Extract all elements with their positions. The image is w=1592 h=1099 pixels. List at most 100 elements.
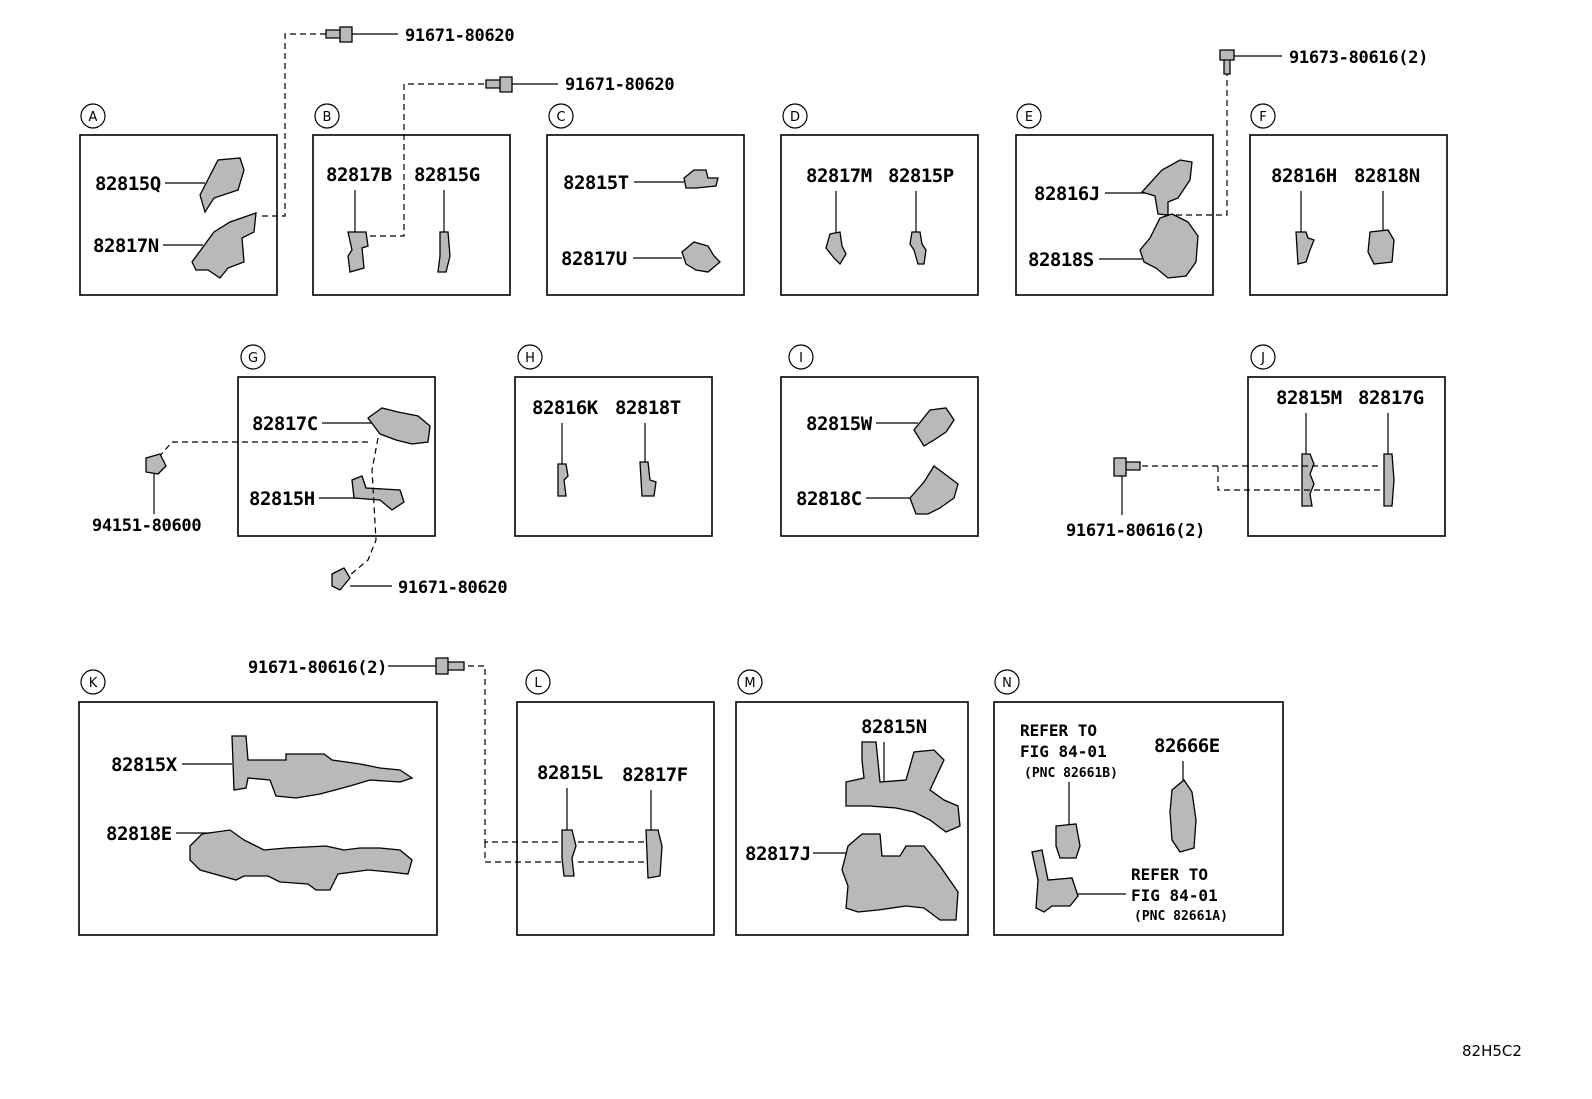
- refer-note-line: FIG 84-01: [1131, 886, 1218, 905]
- part-number-label: 82817F: [622, 764, 688, 786]
- fastener-label: 91671-80616(2): [1066, 521, 1205, 541]
- bracket-part-drawing: [1139, 213, 1199, 279]
- section-k: K 82815X 82818E 91671-80616(2): [78, 657, 570, 936]
- bracket-part-drawing: [231, 735, 414, 799]
- section-n-box: [993, 701, 1284, 936]
- bracket-part-drawing: [913, 407, 955, 447]
- section-f-box: [1249, 134, 1448, 296]
- bracket-part-drawing: [1140, 159, 1193, 216]
- section-e-box: [1015, 134, 1214, 296]
- part-number-label: 82816H: [1271, 165, 1337, 187]
- part-number-label: 82817C: [252, 413, 318, 435]
- part-number-label: 82817N: [93, 235, 159, 257]
- clip-part-drawing: [825, 231, 847, 266]
- part-number-label: 82816J: [1034, 183, 1100, 205]
- section-i-box: [780, 376, 979, 537]
- section-a-letter: A: [89, 110, 98, 125]
- section-g-letter: G: [248, 351, 258, 366]
- part-number-label: 82818T: [615, 397, 681, 419]
- clip-part-drawing: [645, 829, 663, 879]
- part-number-label: 82818S: [1028, 249, 1094, 271]
- refer-note-line: FIG 84-01: [1020, 742, 1107, 761]
- clip-part-drawing: [681, 241, 721, 273]
- fastener-label: 91671-80620: [398, 578, 507, 598]
- section-g: G 82817C 82815H 94151-80600 91671-80620: [92, 344, 508, 598]
- diagram-code: 82H5C2: [1462, 1042, 1522, 1060]
- clip-part-drawing: [1367, 229, 1395, 265]
- refer-note-pnc: (PNC 82661B): [1024, 766, 1118, 781]
- part-number-label: 82815L: [537, 762, 603, 784]
- fastener-label: 94151-80600: [92, 516, 201, 536]
- section-j-letter: J: [1260, 351, 1265, 366]
- refer-note-line: REFER TO: [1020, 721, 1097, 740]
- bracket-part-drawing: [189, 829, 413, 891]
- bolt-icon: [1219, 49, 1235, 75]
- part-number-label: 82815H: [249, 488, 315, 510]
- clip-part-drawing: [909, 231, 927, 265]
- section-j: J 82815M 82817G 91671-80616(2): [1066, 344, 1446, 541]
- bolt-icon: [325, 26, 353, 43]
- part-number-label: 82816K: [532, 397, 599, 419]
- section-k-letter: K: [89, 676, 98, 691]
- part-number-label: 82818C: [796, 488, 862, 510]
- clip-part-drawing: [683, 169, 719, 189]
- part-number-label: 82817J: [745, 843, 811, 865]
- connector-part-drawing: [1055, 823, 1081, 859]
- clip-part-drawing: [557, 463, 569, 497]
- bolt-icon: [331, 567, 351, 591]
- clip-part-drawing: [639, 461, 657, 497]
- bracket-part-drawing: [199, 157, 245, 214]
- clip-part-drawing: [347, 231, 369, 273]
- section-l-letter: L: [534, 676, 542, 691]
- section-n: N REFER TO FIG 84-01 (PNC 82661B) 82666E…: [993, 669, 1284, 936]
- clip-part-drawing: [437, 231, 451, 273]
- bracket-part-drawing: [845, 741, 961, 833]
- section-c: C 82815T 82817U: [546, 103, 745, 296]
- part-number-label: 82815N: [861, 716, 927, 738]
- section-d-letter: D: [790, 110, 800, 125]
- part-number-label: 82818E: [106, 823, 172, 845]
- section-j-box: [1247, 376, 1446, 537]
- section-c-letter: C: [556, 110, 565, 125]
- part-number-label: 82815W: [806, 413, 873, 435]
- section-n-letter: N: [1002, 676, 1012, 691]
- section-h-letter: H: [525, 351, 535, 366]
- section-i-letter: I: [799, 351, 803, 366]
- bracket-part-drawing: [191, 212, 257, 279]
- part-number-label: 82815Q: [95, 173, 161, 195]
- bracket-part-drawing: [351, 475, 405, 511]
- section-e: E 82816J 82818S 91673-80616(2): [1015, 48, 1428, 296]
- section-a: A 82815Q 82817N 91671-80620: [79, 26, 515, 296]
- section-k-box: [78, 701, 438, 936]
- section-m: M 82815N 82817J: [735, 669, 969, 936]
- part-number-label: 82817G: [1358, 387, 1424, 409]
- section-h-box: [514, 376, 713, 537]
- bracket-part-drawing: [841, 833, 959, 921]
- bolt-icon: [485, 76, 513, 93]
- part-number-label: 82815T: [563, 172, 629, 194]
- section-b: B 82817B 82815G 91671-80620: [312, 75, 675, 296]
- section-l: L 82815L 82817F: [516, 669, 715, 936]
- bolt-icon: [1113, 457, 1141, 477]
- refer-note-line: REFER TO: [1131, 865, 1208, 884]
- part-number-label: 82817U: [561, 248, 627, 270]
- connector-part-drawing: [1031, 849, 1079, 913]
- section-g-box: [237, 376, 436, 537]
- part-number-label: 82815M: [1276, 387, 1342, 409]
- fastener-label: 91671-80620: [405, 26, 514, 46]
- section-b-letter: B: [323, 110, 332, 125]
- part-number-label: 82815X: [111, 754, 178, 776]
- section-a-box: [79, 134, 278, 296]
- section-m-letter: M: [744, 676, 755, 691]
- section-m-box: [735, 701, 969, 936]
- fastener-label: 91671-80620: [565, 75, 674, 95]
- clip-part-drawing: [1295, 231, 1315, 265]
- section-d-box: [780, 134, 979, 296]
- fastener-label: 91673-80616(2): [1289, 48, 1428, 68]
- section-d: D 82817M 82815P: [780, 103, 979, 296]
- section-f: F 82816H 82818N: [1249, 103, 1448, 296]
- clip-part-drawing: [1169, 779, 1197, 853]
- section-e-letter: E: [1025, 110, 1033, 125]
- section-c-box: [546, 134, 745, 296]
